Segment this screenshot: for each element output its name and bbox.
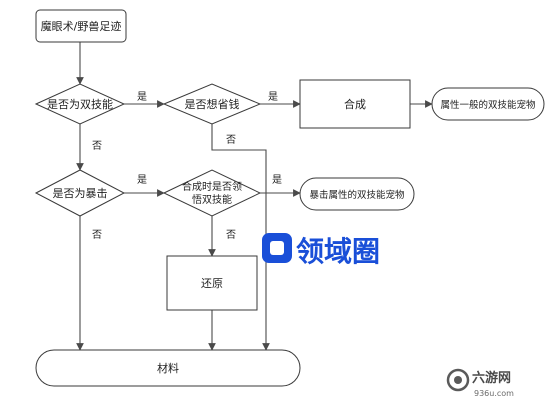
node-result-crit: 暴击属性的双技能宠物: [299, 177, 415, 211]
node-q-crit: 是否为暴击: [34, 169, 126, 217]
node-merge: 合成: [299, 79, 411, 129]
label-crit-yes: 是: [137, 174, 147, 186]
node-q-merge-dual-label-2: 悟双技能: [192, 193, 232, 206]
label-save-no: 否: [226, 134, 236, 146]
label-dual-no: 否: [92, 140, 102, 152]
node-q-dual: 是否为双技能: [34, 83, 126, 125]
node-q-dual-label: 是否为双技能: [47, 97, 113, 111]
node-q-merge-dual-label-1: 合成时是否领: [182, 180, 242, 193]
node-result-normal-label: 属性一般的双技能宠物: [440, 99, 536, 111]
node-result-crit-label: 暴击属性的双技能宠物: [309, 189, 405, 201]
edge-labels: 是 是 否 否 是 是 否 否: [92, 91, 282, 241]
node-material-label: 材料: [157, 361, 179, 375]
label-merge-dual-yes: 是: [272, 174, 282, 186]
watermark-corner-logo-icon: [446, 368, 470, 392]
node-restore-label: 还原: [201, 277, 223, 290]
node-q-save-label: 是否想省钱: [185, 97, 240, 111]
node-start: 魔眼术/野兽足迹: [35, 9, 127, 43]
watermark-center: 领域圈: [262, 233, 380, 268]
node-q-crit-label: 是否为暴击: [53, 187, 108, 200]
node-start-label: 魔眼术/野兽足迹: [41, 19, 122, 33]
watermark-text: 领域圈: [296, 235, 380, 268]
watermark-corner-text: 六游网: [472, 370, 511, 386]
node-material: 材料: [35, 349, 301, 387]
node-q-save: 是否想省钱: [162, 83, 262, 125]
node-merge-label: 合成: [344, 97, 366, 111]
edge-save-no: [211, 124, 270, 351]
label-dual-yes: 是: [137, 91, 147, 103]
node-restore: 还原: [166, 255, 258, 311]
nodes: 魔眼术/野兽足迹 是否为双技能 是否想省钱 合成 属性一般的双技能宠物 是否为暴…: [34, 9, 545, 387]
watermark-corner-sub: 936u.com: [474, 389, 514, 398]
node-result-normal: 属性一般的双技能宠物: [431, 87, 545, 121]
label-crit-no: 否: [92, 229, 102, 241]
label-merge-dual-no: 否: [226, 229, 236, 241]
label-save-yes: 是: [268, 91, 278, 103]
node-q-merge-dual: 合成时是否领 悟双技能: [162, 169, 262, 217]
watermark-corner: 六游网 936u.com: [446, 368, 514, 398]
